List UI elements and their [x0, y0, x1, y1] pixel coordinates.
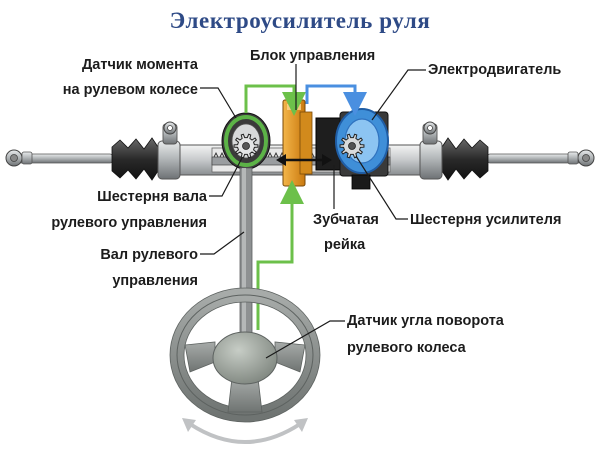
svg-text:рулевого управления: рулевого управления [51, 215, 207, 231]
torque-signal-wire [244, 84, 306, 116]
double-arrow-icon [276, 154, 332, 166]
control-unit [282, 99, 313, 187]
steering-shaft [239, 167, 253, 341]
svg-text:Электродвигатель: Электродвигатель [428, 62, 561, 78]
left-boot [111, 137, 161, 181]
svg-text:на рулевом колесе: на рулевом колесе [63, 82, 198, 98]
label-booster-gear: Шестерня усилителя [355, 155, 561, 228]
diagram-title: Электроусилитель руля [170, 8, 431, 33]
booster-gear [339, 133, 365, 159]
right-mount [422, 121, 438, 145]
rotation-arrow-icon [182, 418, 308, 444]
svg-text:Шестерня вала: Шестерня вала [97, 189, 208, 205]
left-mount [162, 121, 178, 145]
svg-text:Вал рулевого: Вал рулевого [100, 247, 198, 263]
label-steering-shaft: Вал рулевого управления [100, 231, 245, 289]
svg-text:рейка: рейка [324, 237, 366, 253]
svg-text:Шестерня усилителя: Шестерня усилителя [410, 212, 561, 228]
steering-wheel [169, 287, 321, 423]
svg-text:Блок управления: Блок управления [250, 48, 375, 64]
shaft-pinion-gear [233, 133, 259, 159]
left-collar [157, 140, 181, 180]
label-angle-sensor: Датчик угла поворота рулевого колеса [265, 313, 505, 359]
motor-power-wire [305, 84, 367, 116]
svg-text:рулевого колеса: рулевого колеса [347, 340, 467, 356]
label-rack: Зубчатая рейка [313, 165, 379, 253]
label-shaft-gear: Шестерня вала рулевого управления [51, 157, 243, 231]
right-boot [439, 137, 489, 181]
label-motor: Электродвигатель [371, 62, 561, 121]
wheel-hub [212, 331, 278, 385]
svg-text:Датчик угла поворота: Датчик угла поворота [347, 313, 505, 329]
wheel-spoke-left [184, 341, 216, 373]
svg-text:Зубчатая: Зубчатая [313, 212, 379, 228]
left-ball-joint [5, 149, 33, 167]
torque-sensor-ring [224, 115, 268, 167]
right-ball-joint [567, 149, 595, 167]
label-torque-sensor: Датчик момента на рулевом колесе [63, 57, 237, 119]
svg-text:управления: управления [112, 273, 198, 289]
svg-text:Датчик момента: Датчик момента [82, 57, 199, 73]
right-collar [419, 140, 443, 180]
label-control-unit: Блок управления [250, 48, 375, 110]
wheel-spoke-right [274, 341, 306, 373]
